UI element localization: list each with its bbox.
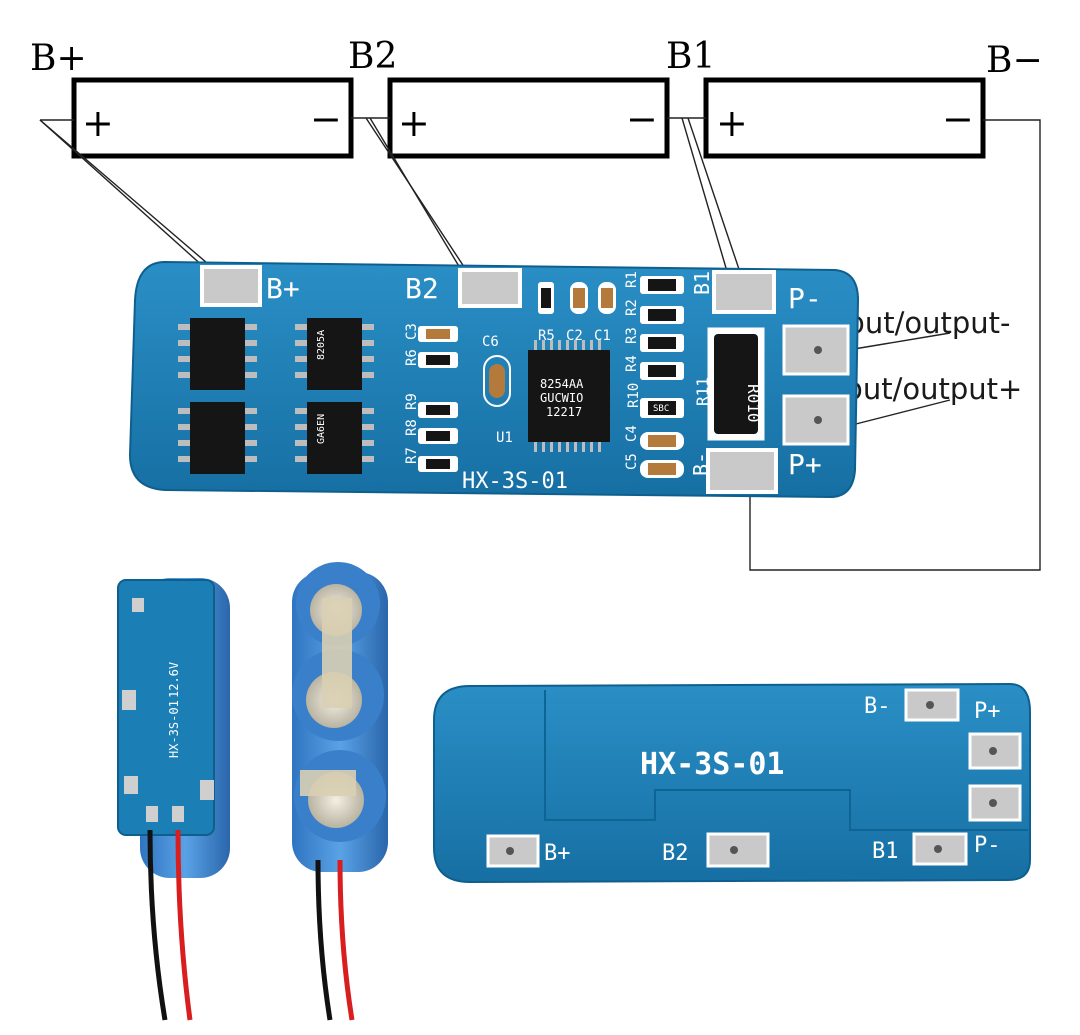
back-pad-b-minus-hole: [926, 701, 934, 709]
back-pad-out-minus-hole: [989, 799, 997, 807]
mosfet-2-marking: 8205A: [316, 330, 327, 360]
connection-lines: [39, 117, 1041, 571]
r3-label: R3: [624, 327, 640, 344]
mosfet-group: 8205A GA6EN: [178, 318, 374, 474]
mosfet-2: 8205A: [295, 318, 374, 390]
r4-label: R4: [624, 355, 640, 372]
nickel-strip-2: [300, 770, 356, 796]
protection-ic: 8254AA GUCWIO 12217: [528, 340, 610, 452]
cell-2-plus: +: [398, 101, 430, 145]
passives-left: [418, 326, 458, 472]
pack-wire-black-2: [315, 859, 333, 1021]
pack-voltage-label: 12.6V: [167, 662, 181, 698]
r11-label: R11: [693, 377, 712, 406]
r8-label: R8: [404, 419, 420, 436]
small-part-marking: SBC: [653, 404, 669, 414]
pad-b-plus: [204, 269, 258, 303]
pack-wire-red-1: [175, 829, 193, 1021]
pad-b-plus-label: B+: [266, 272, 300, 305]
pcb-back: [433, 682, 1031, 884]
back-pad-b1: [912, 832, 968, 866]
back-pad-p-plus-label: P+: [974, 699, 1001, 724]
ic-marking-2: GUCWIO: [540, 391, 583, 405]
pad-p-plus-label: P+: [788, 448, 822, 481]
back-pad-b2-label: B2: [662, 841, 689, 866]
pad-b2: [462, 272, 518, 304]
c1-label: C1: [594, 328, 611, 344]
nickel-strip-1: [322, 598, 352, 708]
pad-b2-label: B2: [405, 272, 439, 305]
pad-b-minus: [710, 452, 774, 490]
terminal-b-minus-label: B−: [986, 40, 1043, 81]
mosfet-4: GA6EN: [295, 402, 374, 474]
c2-label: C2: [566, 328, 583, 344]
r7-label: R7: [404, 447, 420, 464]
r6-label: R6: [404, 349, 420, 366]
c3-label: C3: [404, 323, 420, 340]
r1-label: R1: [624, 271, 640, 288]
back-pad-b-minus-label: B-: [864, 694, 891, 719]
pack-side-pcb: [117, 579, 215, 836]
pad-output-minus: [782, 324, 850, 376]
back-pad-out-plus-hole: [989, 747, 997, 755]
ic-marking-3: 12217: [546, 405, 582, 419]
cell-1-minus: −: [310, 97, 342, 141]
r10-label: R10: [626, 383, 642, 408]
back-pad-b2-hole: [730, 846, 738, 854]
pack-model-label: HX-3S-01: [167, 700, 181, 758]
ic-marking-1: 8254AA: [540, 377, 584, 391]
pack-wire-black-1: [147, 829, 168, 1021]
mosfet-4-marking: GA6EN: [316, 414, 327, 444]
pad-p-minus-label: P-: [788, 282, 822, 315]
shunt-resistor: [714, 334, 758, 434]
mosfet-3: [178, 402, 257, 474]
c6-label: C6: [482, 334, 499, 350]
pack-side-pads: [122, 598, 214, 822]
passives-top: [538, 282, 616, 314]
r9-label: R9: [404, 393, 420, 410]
board-top-model: HX-3S-01: [462, 469, 568, 494]
terminal-b2-label: B2: [348, 36, 397, 77]
c6-outline: [483, 355, 511, 407]
back-pad-out-minus: [968, 784, 1022, 822]
cell-1-plus: +: [82, 101, 114, 145]
battery-pack-photo: 12.6V HX-3S-01: [117, 562, 388, 1021]
c5-label: C5: [624, 453, 640, 470]
r2-label: R2: [624, 299, 640, 316]
mosfet-1: [178, 318, 257, 390]
pack-wire-red-2: [337, 859, 355, 1021]
bms-board-top: 8205A GA6EN B+ B2 B1 P- B-: [128, 260, 860, 499]
cell-2-minus: −: [626, 97, 658, 141]
board-back-model: HX-3S-01: [640, 747, 785, 782]
back-pad-b-plus-hole: [506, 847, 514, 855]
pad-b-minus-label: B-: [689, 452, 713, 476]
pad-b1-label: B1: [690, 271, 714, 295]
back-pad-b1-hole: [934, 845, 942, 853]
u1-label: U1: [496, 430, 513, 446]
cell-3-plus: +: [716, 101, 748, 145]
cell-3-minus: −: [942, 97, 974, 141]
bms-board-back: HX-3S-01 B- P+ B+ B2 B1 P-: [433, 682, 1031, 884]
pad-b1: [716, 274, 772, 310]
pad-output-plus-hole: [814, 416, 822, 424]
pcb-back-trace: [544, 690, 1028, 831]
shunt-marking: R010: [744, 384, 763, 423]
back-pad-b-plus-label: B+: [544, 841, 571, 866]
passives-right: [640, 276, 684, 478]
c4-label: C4: [624, 425, 640, 442]
terminal-b-plus-label: B+: [30, 38, 87, 79]
terminal-b1-label: B1: [666, 36, 715, 77]
back-pad-p-minus-label: P-: [974, 833, 1001, 858]
c6-capacitor: [489, 364, 505, 398]
r5-label: R5: [538, 328, 555, 344]
pad-output-minus-hole: [814, 346, 822, 354]
back-pad-b1-label: B1: [872, 839, 899, 864]
